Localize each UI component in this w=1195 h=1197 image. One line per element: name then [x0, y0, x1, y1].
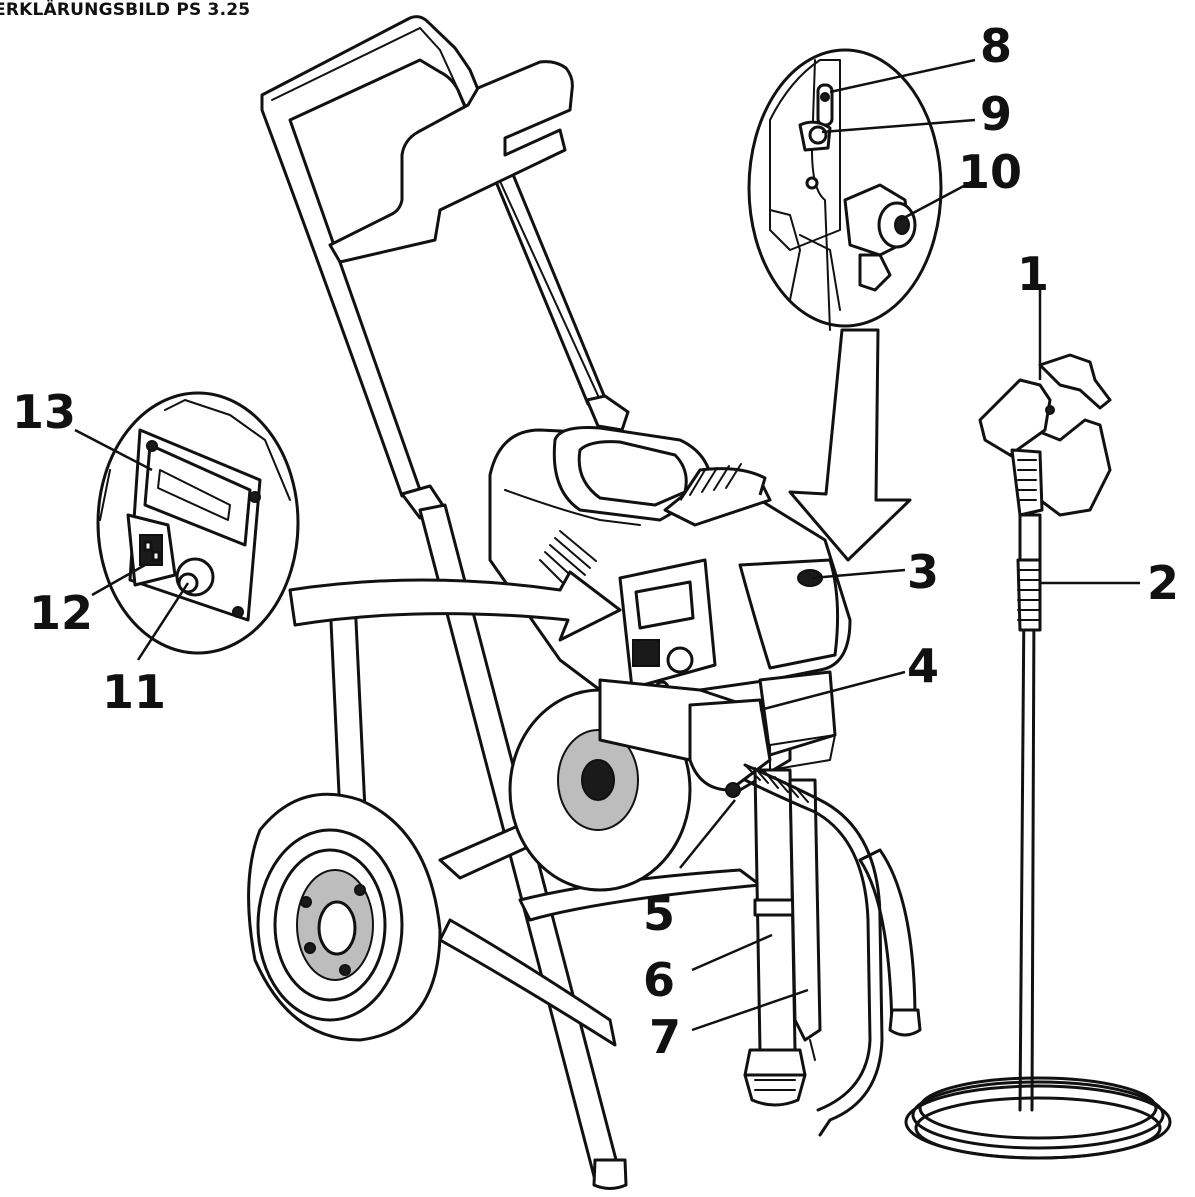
- suction-tube: [743, 768, 807, 1107]
- detail-arrows: [288, 328, 912, 642]
- callout-1: 1: [1017, 247, 1049, 301]
- detail-circle-controls: [96, 391, 300, 655]
- callout-13: 13: [12, 385, 76, 439]
- callout-5: 5: [643, 887, 675, 941]
- callout-labels: 1 2 3 4 5 6 7 8 9 10 11 12 13: [12, 19, 1179, 1064]
- diagram-title: ERKLÄRUNGSBILD PS 3.25: [0, 0, 251, 20]
- callout-9: 9: [980, 87, 1012, 141]
- pump-unit: [488, 426, 852, 696]
- detail-circle-valves: [747, 48, 943, 331]
- high-pressure-hose: [743, 558, 1172, 1160]
- callout-8: 8: [980, 19, 1012, 73]
- callout-2: 2: [1147, 556, 1179, 610]
- callout-6: 6: [643, 953, 675, 1007]
- callout-7: 7: [649, 1010, 681, 1064]
- callout-3: 3: [907, 545, 939, 599]
- callout-11: 11: [102, 665, 166, 719]
- spray-gun: [978, 353, 1112, 562]
- leader-lines: [74, 58, 1140, 1032]
- callout-12: 12: [29, 586, 93, 640]
- return-hose: [788, 778, 822, 1061]
- cart-handle: [260, 15, 630, 520]
- pump-block: [598, 670, 837, 798]
- callout-10: 10: [958, 145, 1022, 199]
- front-wheel: [247, 792, 442, 1042]
- callout-4: 4: [907, 639, 939, 693]
